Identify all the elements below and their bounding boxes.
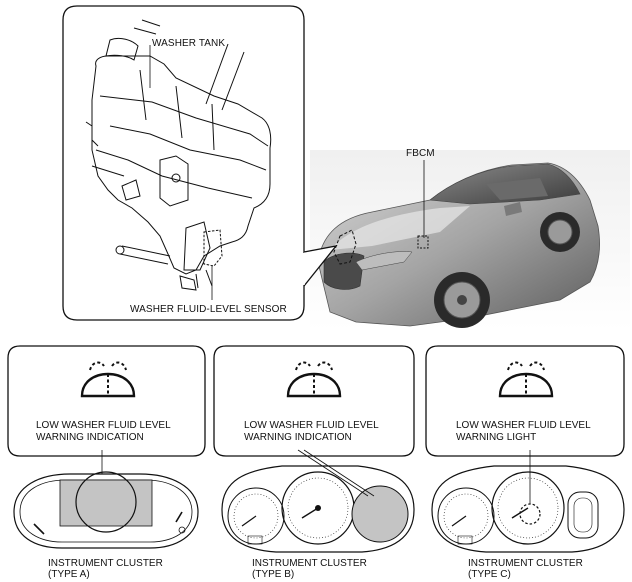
instrument-cluster-type-a bbox=[13, 471, 199, 549]
panel-b-box bbox=[213, 345, 415, 457]
fbcm-label: FBCM bbox=[406, 148, 435, 159]
washer-warning-icon bbox=[80, 361, 136, 398]
panel-c-line2: WARNING LIGHT bbox=[456, 432, 537, 443]
washer-warning-icon bbox=[286, 361, 342, 398]
cluster-a-type: (TYPE A) bbox=[48, 569, 90, 580]
type-a-display bbox=[59, 479, 153, 527]
panel-c-box bbox=[425, 345, 625, 457]
cluster-c-caption: INSTRUMENT CLUSTER bbox=[468, 558, 583, 569]
washer-warning-icon bbox=[498, 361, 554, 398]
washer-sensor-label: WASHER FLUID-LEVEL SENSOR bbox=[130, 304, 287, 315]
washer-tank-label: WASHER TANK bbox=[152, 38, 226, 49]
cluster-b-type: (TYPE B) bbox=[252, 569, 295, 580]
panel-b-line2: WARNING INDICATION bbox=[244, 432, 352, 443]
panel-b-line1: LOW WASHER FLUID LEVEL bbox=[244, 420, 379, 431]
cluster-c-type: (TYPE C) bbox=[468, 569, 511, 580]
type-b-pointer-line bbox=[297, 449, 369, 497]
instrument-cluster-type-b bbox=[221, 465, 415, 553]
panel-c-line1: LOW WASHER FLUID LEVEL bbox=[456, 420, 591, 431]
type-b-display bbox=[351, 485, 409, 543]
instrument-cluster-type-c bbox=[431, 465, 625, 553]
cluster-b-caption: INSTRUMENT CLUSTER bbox=[252, 558, 367, 569]
type-a-highlight-circle bbox=[75, 471, 137, 533]
washer-tank-callout-box bbox=[62, 5, 305, 321]
car-illustration bbox=[310, 150, 630, 330]
panel-type-a bbox=[7, 345, 206, 457]
washer-tank-illustration bbox=[85, 19, 272, 291]
callout-tail bbox=[303, 245, 338, 287]
panel-a-line1: LOW WASHER FLUID LEVEL bbox=[36, 420, 171, 431]
panel-a-line2: WARNING INDICATION bbox=[36, 432, 144, 443]
cluster-a-caption: INSTRUMENT CLUSTER bbox=[48, 558, 163, 569]
panel-type-b bbox=[213, 345, 415, 457]
panel-type-c bbox=[425, 345, 625, 457]
panel-a-box bbox=[7, 345, 206, 457]
